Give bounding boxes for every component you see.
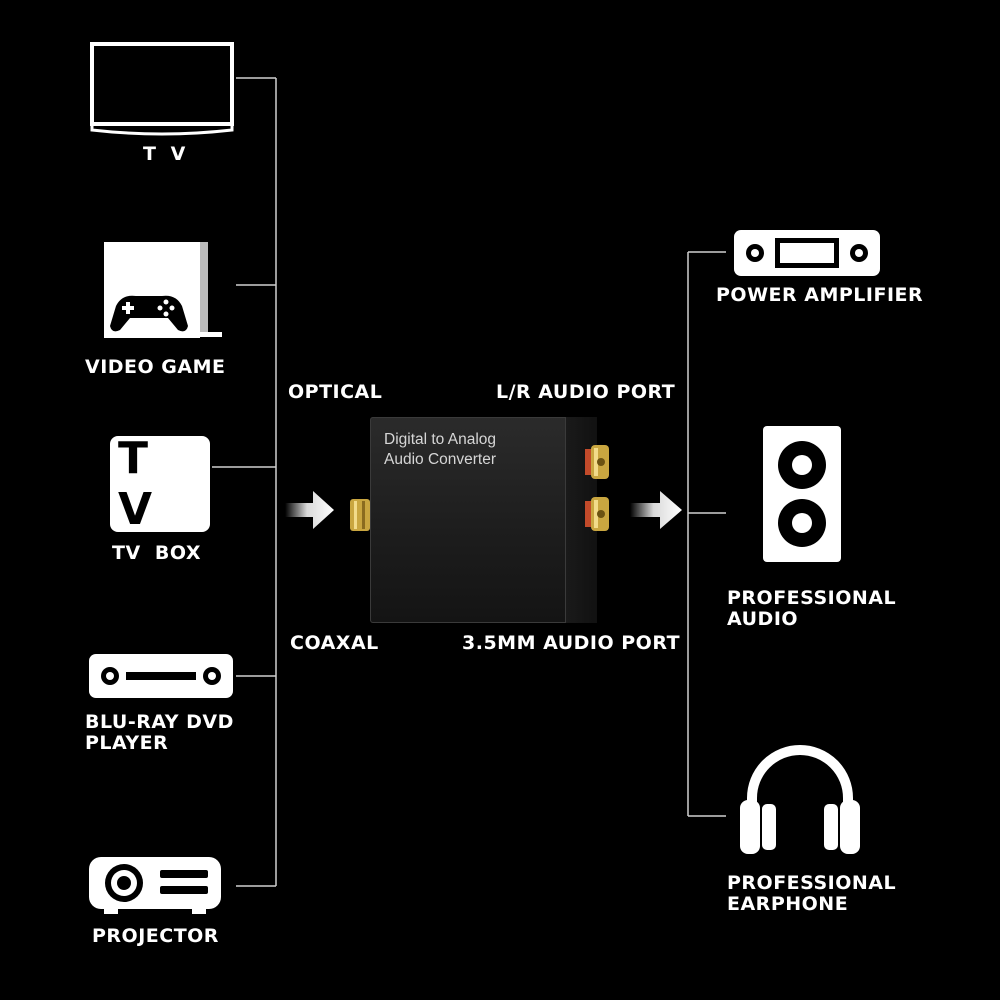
converter-title: Digital to Analog Audio Converter [384, 430, 496, 470]
tv-box-icon-text: T V [118, 433, 163, 535]
headphones-icon [740, 745, 860, 854]
bluray-player-icon [89, 654, 233, 698]
projector-icon [89, 857, 221, 914]
label-video-game: VIDEO GAME [85, 356, 226, 378]
label-tv-box: TV BOX [112, 542, 201, 564]
label-professional-earphone: PROFESSIONAL EARPHONE [727, 872, 897, 915]
label-bluray-dvd-player: BLU-RAY DVD PLAYER [85, 711, 234, 754]
output-arrow-icon [630, 491, 682, 529]
label-professional-audio: PROFESSIONAL AUDIO [727, 587, 897, 630]
label-3-5mm-audio-port: 3.5MM AUDIO PORT [462, 632, 681, 654]
converter-title-line1: Digital to Analog [384, 431, 497, 448]
label-tv: T V [143, 143, 190, 165]
converter-title-line2: Audio Converter [384, 451, 497, 468]
tv-icon [90, 42, 234, 136]
speaker-icon [763, 426, 841, 562]
amplifier-icon [734, 230, 880, 276]
coaxial-input-connector-icon [350, 499, 370, 531]
game-console-icon [104, 242, 222, 338]
label-lr-audio-port: L/R AUDIO PORT [496, 381, 676, 403]
label-optical: OPTICAL [288, 381, 383, 403]
tv-box-icon: T V [110, 433, 210, 535]
rca-output-connector-bottom-icon [585, 497, 609, 531]
label-projector: PROJECTOR [92, 925, 219, 947]
input-arrow-icon [285, 491, 334, 529]
label-coaxal: COAXAL [290, 632, 379, 654]
converter-device: Digital to Analog Audio Converter [370, 417, 597, 623]
rca-output-connector-top-icon [585, 445, 609, 479]
label-power-amplifier: POWER AMPLIFIER [716, 284, 924, 306]
